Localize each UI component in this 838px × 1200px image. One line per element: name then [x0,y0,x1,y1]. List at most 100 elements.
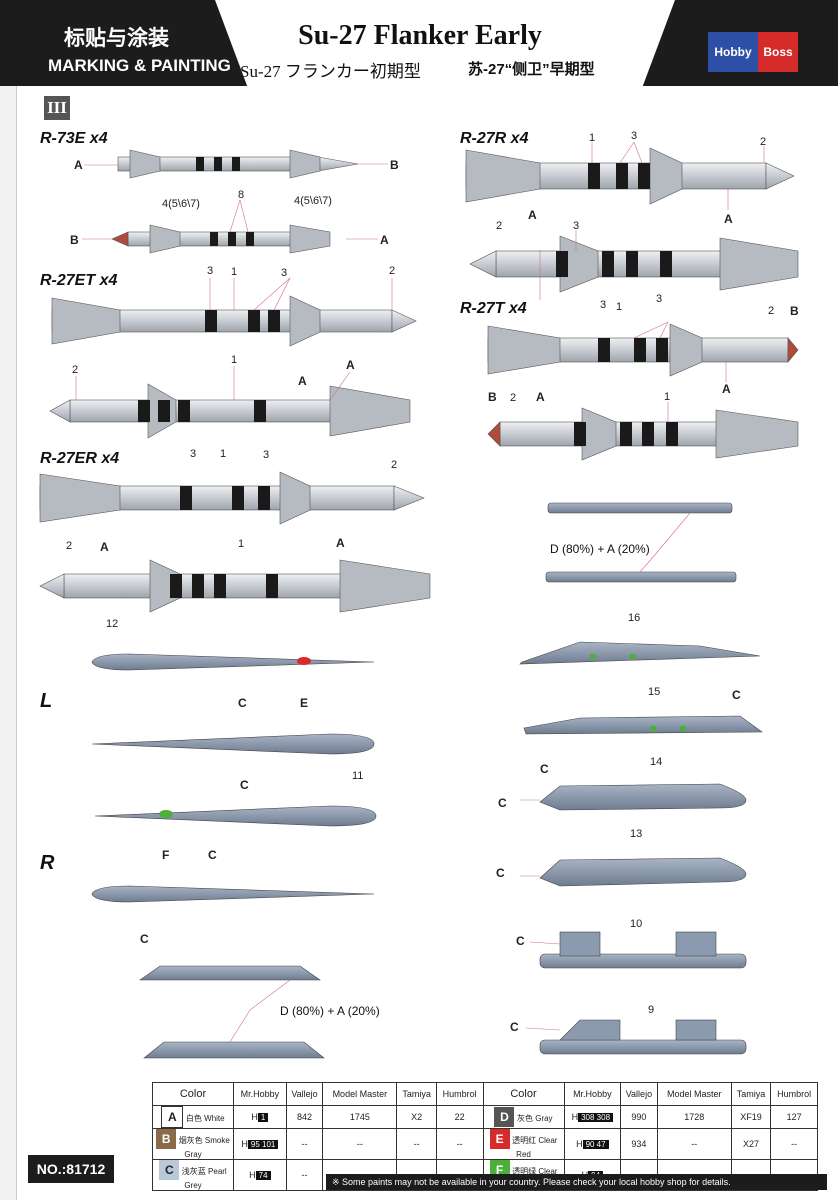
pod-15 [523,715,763,735]
pod-l-middle [91,733,375,755]
color-en: Clear Red [516,1136,558,1159]
pod-14 [539,783,747,811]
header-color: Color [152,1082,234,1106]
callout-1: 1 [231,354,238,366]
r73e-missile-bottom [111,224,331,254]
r27r-missile-bottom [469,235,799,293]
callout-1: 1 [664,391,671,403]
header-vallejo: Vallejo [285,1082,324,1106]
callout-c: C [510,1020,519,1034]
callout-b: B [488,390,497,404]
color-cn: 浅灰蓝 [181,1167,206,1176]
section-r27er: R-27ER x4 [40,450,120,467]
pod-13 [539,857,747,887]
humbrol-cell: 127 [770,1105,818,1129]
mrhobby-code: 95 101 [247,1140,279,1149]
pod-12 [91,653,375,671]
callout-3: 3 [631,130,638,142]
callout-16: 16 [628,612,641,624]
callout-a: A [336,536,345,550]
tamiya-cell: X2 [396,1105,437,1129]
side-right-label: R [40,852,55,874]
color-letter: C [159,1160,180,1180]
humbrol-cell: 22 [435,1105,484,1129]
header-tamiya: Tamiya [396,1082,437,1106]
callout-8: 8 [238,189,245,201]
humbrol-cell: -- [435,1128,484,1160]
mix-note-bottom: D (80%) + A (20%) [280,1004,380,1018]
humbrol-cell: -- [770,1128,818,1160]
color-cell: A 白色 White [152,1105,234,1129]
header-mrhobby: Mr.Hobby [563,1082,622,1106]
callout-c: C [240,778,249,792]
callout-3: 3 [263,449,270,461]
section-r73e: R-73E x4 [40,130,108,147]
color-letter: B [156,1129,177,1149]
mrhobby-code: 1 [257,1113,269,1122]
header-modelmaster: Model Master [656,1082,732,1106]
pod-16 [519,641,761,665]
hobbyboss-logo: Hobby Boss [706,30,800,74]
color-en: White [204,1114,225,1123]
callout-c: C [498,796,507,810]
callout-a: A [74,158,83,172]
callout-c: C [238,696,247,710]
color-en: Gray [535,1114,553,1123]
modelmaster-cell: -- [656,1128,732,1160]
callout-c: C [496,866,505,880]
vallejo-cell: -- [285,1128,324,1160]
callout-12: 12 [106,618,119,630]
section-r27r: R-27R x4 [460,130,529,147]
vallejo-cell: 990 [620,1105,658,1129]
callout-2: 2 [760,136,767,148]
r27et-missile-top [51,295,417,347]
color-cn: 透明绿 [512,1167,537,1176]
color-cell: B 烟灰色 Smoke Gray [152,1128,234,1160]
step-number: III [44,96,70,120]
callout-2: 2 [389,265,396,277]
callout-14: 14 [650,756,663,768]
callout-b: B [390,158,399,172]
callout-11: 11 [352,770,364,782]
color-cn: 灰色 [516,1114,533,1123]
callout-c: C [516,934,525,948]
callout-3: 3 [281,267,288,279]
pylon-right-top [545,502,737,583]
callout-3: 3 [207,265,214,277]
callout-2: 2 [510,392,517,404]
color-cell: C 浅灰蓝 Pearl Grey [152,1159,234,1191]
color-cn: 透明红 [512,1136,537,1145]
header-color: Color [482,1082,565,1106]
side-left-label: L [40,690,53,712]
callout-f: F [162,848,170,862]
jp-subtitle: Su-27 フランカー初期型 [240,62,421,81]
callout-3: 3 [600,299,607,311]
pod-r [91,885,375,903]
callout-2: 2 [391,459,398,471]
color-en: Pearl Grey [184,1167,227,1190]
color-letter: E [489,1129,510,1149]
callout-e: E [300,696,309,710]
r27er-missile-bottom [39,559,431,613]
callout-c: C [540,762,549,776]
color-letter: A [161,1106,184,1128]
callout-1: 1 [220,448,227,460]
page-edge-bar [0,86,17,1200]
callout-a: A [298,374,307,388]
callout-a: A [724,212,733,226]
mrhobby-code: 308 308 [578,1113,614,1122]
cn-subtitle: 苏-27“侧卫”早期型 [468,61,595,78]
callout-4-7: 4(5\6\7) [294,195,332,207]
color-en: Smoke Gray [184,1136,230,1159]
color-letter: D [494,1107,515,1127]
logo-hobby: Hobby [708,32,758,72]
callout-c: C [208,848,217,862]
callout-a: A [528,208,537,222]
callout-9: 9 [648,1004,655,1016]
header-tamiya: Tamiya [730,1082,772,1106]
